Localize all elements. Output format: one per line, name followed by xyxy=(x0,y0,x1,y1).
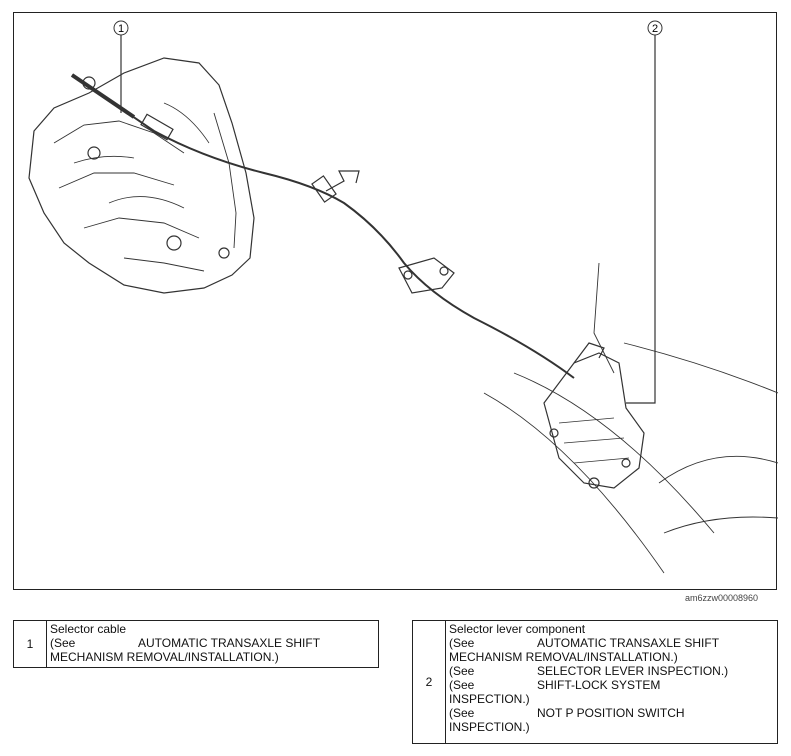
cable-bracket-upper xyxy=(325,170,360,192)
legend-2-ref-4-link[interactable]: NOT P POSITION SWITCH xyxy=(537,706,685,720)
callout-2-leader xyxy=(626,35,656,404)
legend-2-number: 2 xyxy=(412,620,446,744)
figure-frame: 1 2 xyxy=(13,12,778,590)
callout-2: 2 xyxy=(647,20,663,36)
figure-id: am6zzw00008960 xyxy=(685,593,759,603)
cable-bracket-lower xyxy=(398,257,455,294)
transaxle-outline xyxy=(28,57,255,294)
callout-1: 1 xyxy=(113,20,129,36)
legend-1-title: Selector cable xyxy=(50,622,127,636)
legend-2-ref-1-cont[interactable]: MECHANISM REMOVAL/INSTALLATION.) xyxy=(449,650,678,664)
callout-2-label: 2 xyxy=(652,23,658,35)
legend-2-ref-1-link[interactable]: AUTOMATIC TRANSAXLE SHIFT xyxy=(537,636,720,650)
legend-2-ref-3-cont[interactable]: INSPECTION.) xyxy=(449,692,530,706)
selector-cable-illustration: 1 2 xyxy=(28,20,778,574)
selector-cable xyxy=(71,74,575,379)
legend-1-number: 1 xyxy=(13,620,47,668)
legend-2-ref-3-link[interactable]: SHIFT-LOCK SYSTEM xyxy=(537,678,661,692)
legend-2-title: Selector lever component xyxy=(449,622,586,636)
callout-1-label: 1 xyxy=(118,23,124,35)
legend-1-ref-1-cont[interactable]: MECHANISM REMOVAL/INSTALLATION.) xyxy=(50,650,279,664)
legend-1-ref-1-link[interactable]: AUTOMATIC TRANSAXLE SHIFT xyxy=(138,636,321,650)
selector-lever-outline xyxy=(543,352,645,489)
legend-2-ref-4-cont[interactable]: INSPECTION.) xyxy=(449,720,530,734)
legend-2-ref-2-link[interactable]: SELECTOR LEVER INSPECTION.) xyxy=(537,664,729,678)
